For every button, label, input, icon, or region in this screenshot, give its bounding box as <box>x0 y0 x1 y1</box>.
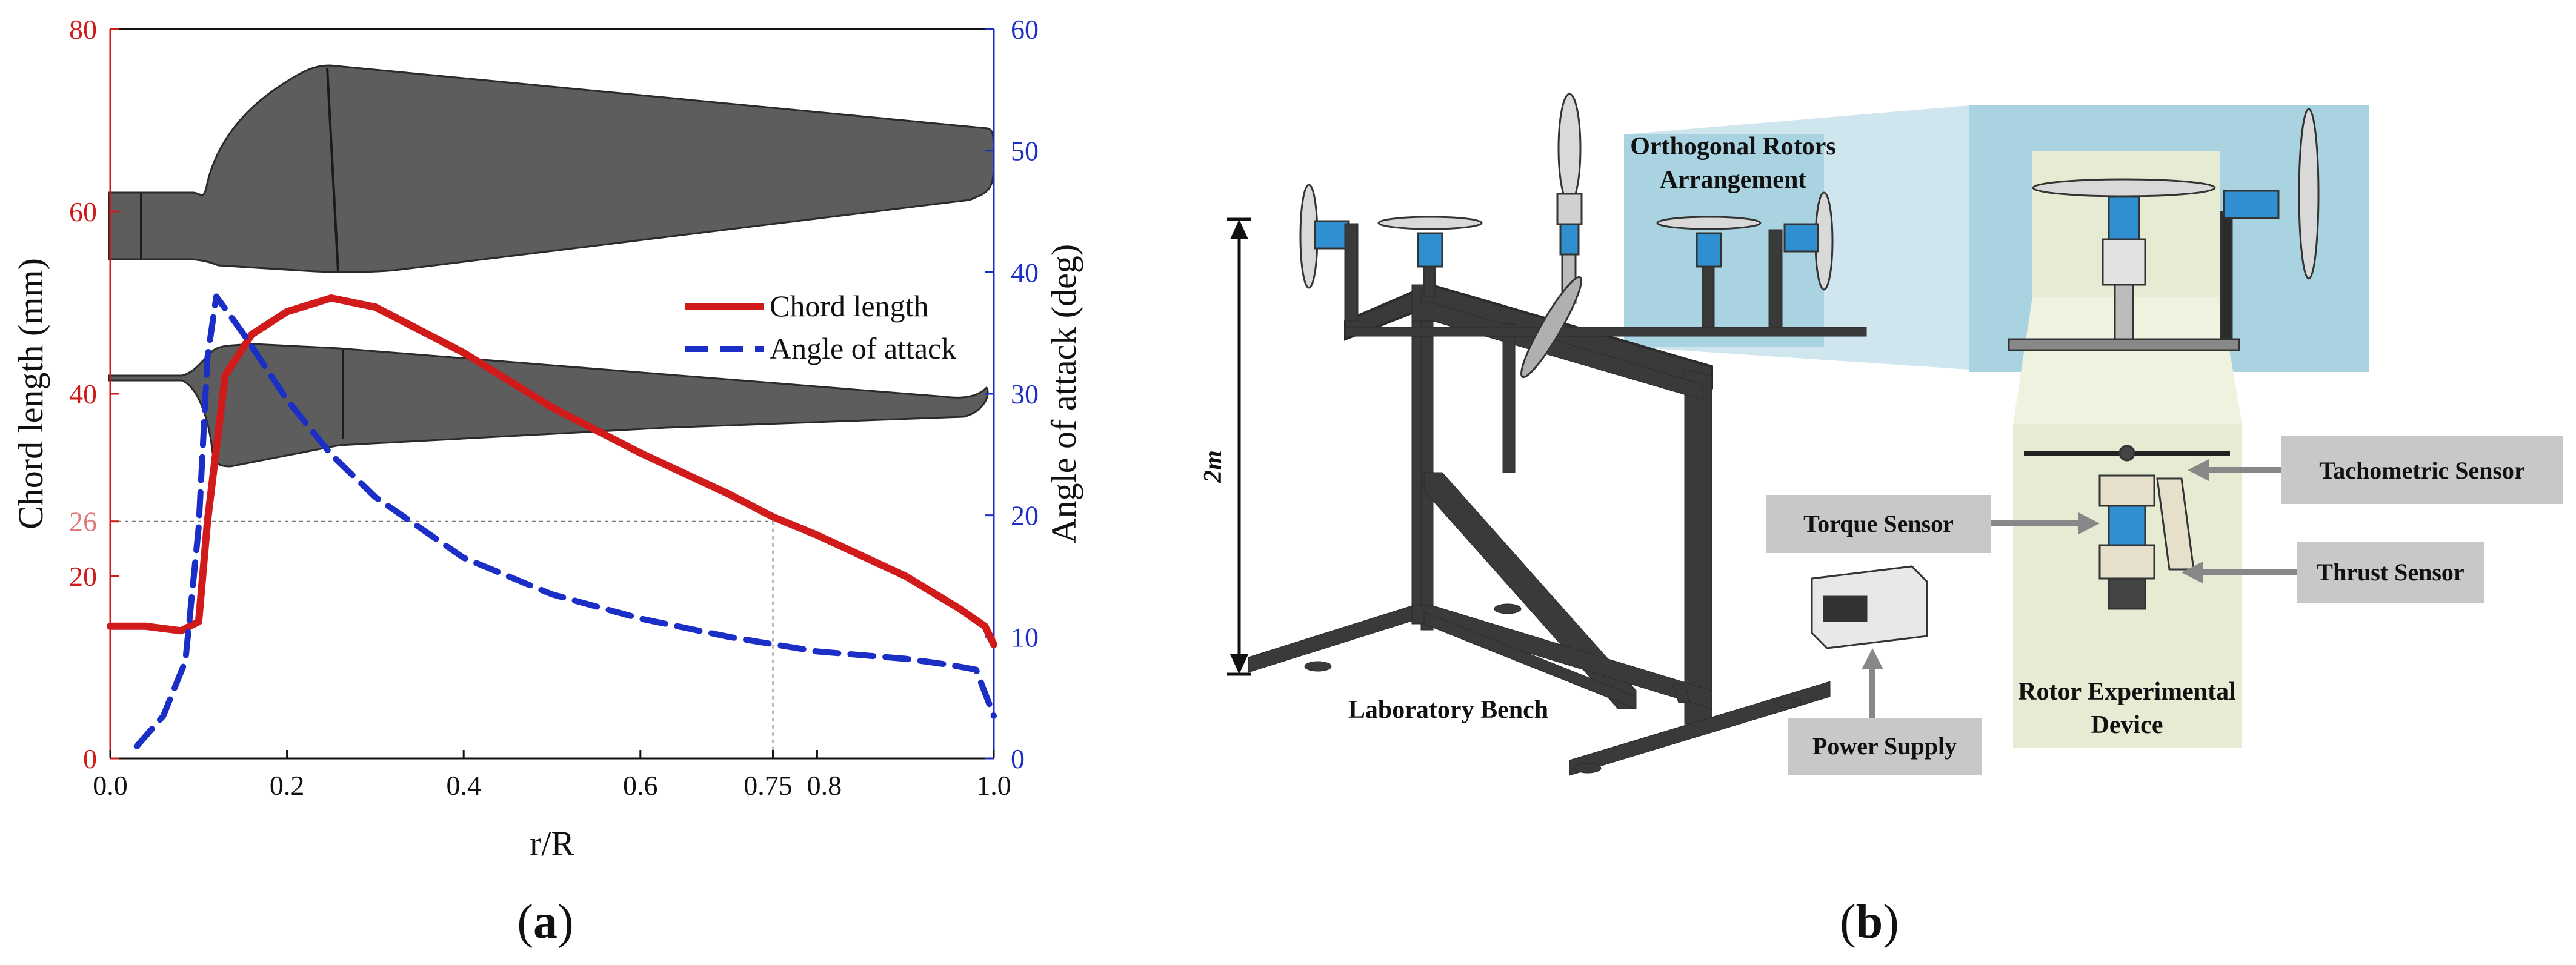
y-left-axis-label: Chord length (mm) <box>11 258 50 529</box>
rotor-center <box>1520 93 1583 379</box>
chart-legend: Chord length Angle of attack <box>685 289 956 365</box>
y-right-tick-label: 0 <box>1011 743 1025 774</box>
laboratory-bench-label: Laboratory Bench <box>1348 696 1548 724</box>
zoom-rotor-illustration <box>2008 108 2320 351</box>
thrust-sensor-label: Thrust Sensor <box>2317 559 2464 586</box>
height-label: 2m <box>1199 450 1227 483</box>
power-supply-box: Power Supply <box>1788 648 1982 775</box>
blade-top-illustration <box>108 64 995 273</box>
power-supply-illustration <box>1811 565 1928 649</box>
rotor-device-label-2: Device <box>2091 711 2163 739</box>
panel-a-caption: (a) <box>517 895 573 949</box>
x-tick-label: 0.8 <box>807 770 842 801</box>
rotor-device-label-1: Rotor Experimental <box>2018 678 2236 706</box>
y-right-axis-label: Angle of attack (deg) <box>1044 244 1083 543</box>
experimental-setup-illustration: 2m <box>1199 93 2563 949</box>
torque-sensor-box: Torque Sensor <box>1766 495 2100 553</box>
x-tick-label: 0.75 <box>744 770 793 801</box>
panel-b-caption: (b) <box>1840 895 1899 949</box>
orthogonal-rotors-label-1: Orthogonal Rotors <box>1630 133 1836 161</box>
orthogonal-rotors-label-2: Arrangement <box>1660 166 1807 194</box>
rotor-right-2 <box>1768 191 1834 328</box>
tachometric-sensor-label: Tachometric Sensor <box>2319 457 2525 484</box>
legend-chord-label: Chord length <box>770 289 928 323</box>
x-tick-label: 0.6 <box>623 770 658 801</box>
torque-sensor-label: Torque Sensor <box>1803 510 1954 537</box>
x-tick-label: 0.0 <box>93 770 128 801</box>
y-right-tick-label: 50 <box>1011 136 1039 167</box>
y-left-tick-label: 0 <box>83 743 97 774</box>
y-left-tick-label: 20 <box>69 561 97 592</box>
y-left-tick-label: 60 <box>69 196 97 227</box>
x-axis-label: r/R <box>530 824 574 863</box>
y-right-tick-label: 10 <box>1011 622 1039 652</box>
x-tick-label: 0.2 <box>270 770 305 801</box>
rotor-right <box>1656 216 1762 328</box>
x-tick-label: 0.4 <box>446 770 481 801</box>
legend-angle-label: Angle of attack <box>770 331 956 365</box>
tachometric-sensor-box: Tachometric Sensor <box>2188 436 2563 504</box>
rotor-device-illustration <box>2024 445 2230 610</box>
x-tick-label: 1.0 <box>976 770 1011 801</box>
y-right-tick-label: 60 <box>1011 14 1039 45</box>
rotor-left-2 <box>1377 216 1483 298</box>
series-line-angle-of-attack <box>133 293 997 749</box>
y-left-tick-label: 80 <box>69 14 97 45</box>
series-line-chord-length <box>107 294 997 648</box>
y-left-tick-label: 26 <box>69 506 97 537</box>
y-right-tick-label: 30 <box>1011 379 1039 410</box>
y-right-tick-label: 40 <box>1011 257 1039 288</box>
projection-green <box>2013 297 2242 424</box>
laboratory-bench-frame <box>1248 283 1867 776</box>
y-right-tick-label: 20 <box>1011 500 1039 531</box>
rotor-left <box>1299 184 1359 322</box>
y-left-tick-label: 40 <box>69 379 97 410</box>
power-supply-label: Power Supply <box>1812 732 1957 760</box>
height-marker: 2m <box>1199 217 1251 676</box>
thrust-sensor-box: Thrust Sensor <box>2182 542 2484 603</box>
